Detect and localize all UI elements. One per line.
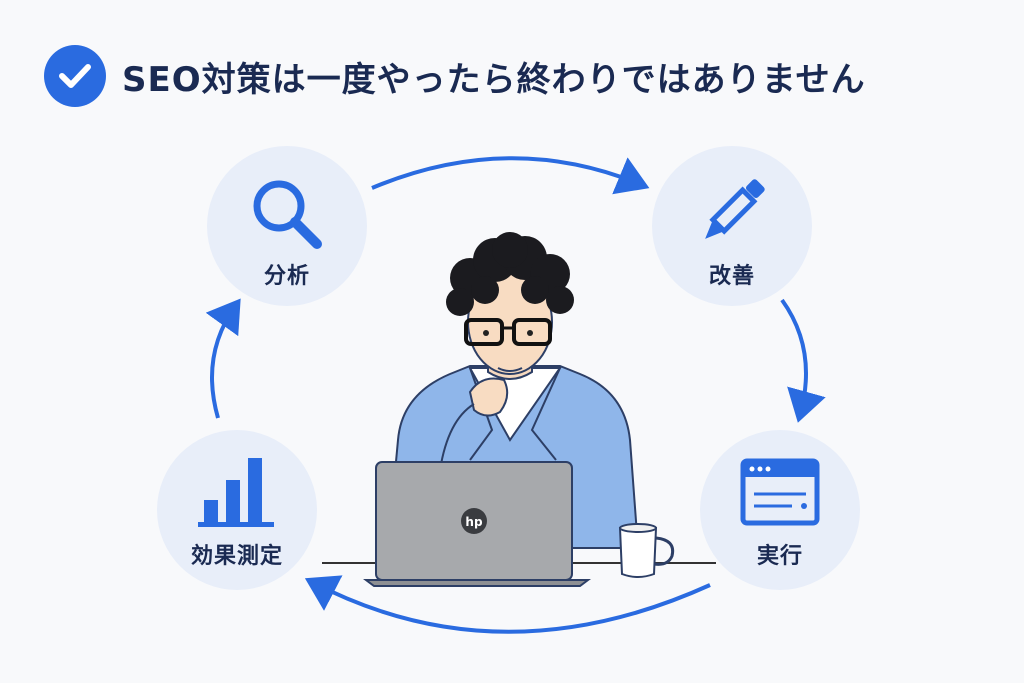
coffee-mug-icon (618, 523, 675, 578)
arrow-improve-to-execute (780, 298, 826, 423)
step-execute: 実行 (700, 430, 860, 590)
person-hand (468, 377, 509, 417)
arrow-measure-to-analysis (205, 298, 241, 419)
laptop-logo: hp (465, 515, 483, 529)
bar-chart-icon (198, 458, 274, 527)
step-label-improve: 改善 (708, 264, 755, 289)
arrow-execute-to-measure (304, 575, 711, 634)
header: SEO対策は一度やったら終わりではありません (44, 44, 866, 108)
magnifier-icon (253, 180, 322, 249)
pencil-icon (705, 179, 765, 239)
step-label-analysis: 分析 (263, 264, 310, 289)
check-circle-icon (44, 45, 106, 107)
laptop: hp (363, 461, 591, 587)
browser-window-icon (740, 458, 820, 526)
step-label-measure: 効果測定 (190, 544, 283, 569)
step-label-execute: 実行 (756, 544, 803, 569)
page-title: SEO対策は一度やったら終わりではありません (122, 59, 866, 100)
step-improve: 改善 (652, 146, 812, 306)
step-analysis: 分析 (207, 146, 367, 306)
step-measure: 効果測定 (157, 430, 317, 590)
arrow-analysis-to-improve (371, 156, 650, 195)
laptop-logo-icon (461, 508, 487, 534)
person-head (446, 232, 574, 375)
